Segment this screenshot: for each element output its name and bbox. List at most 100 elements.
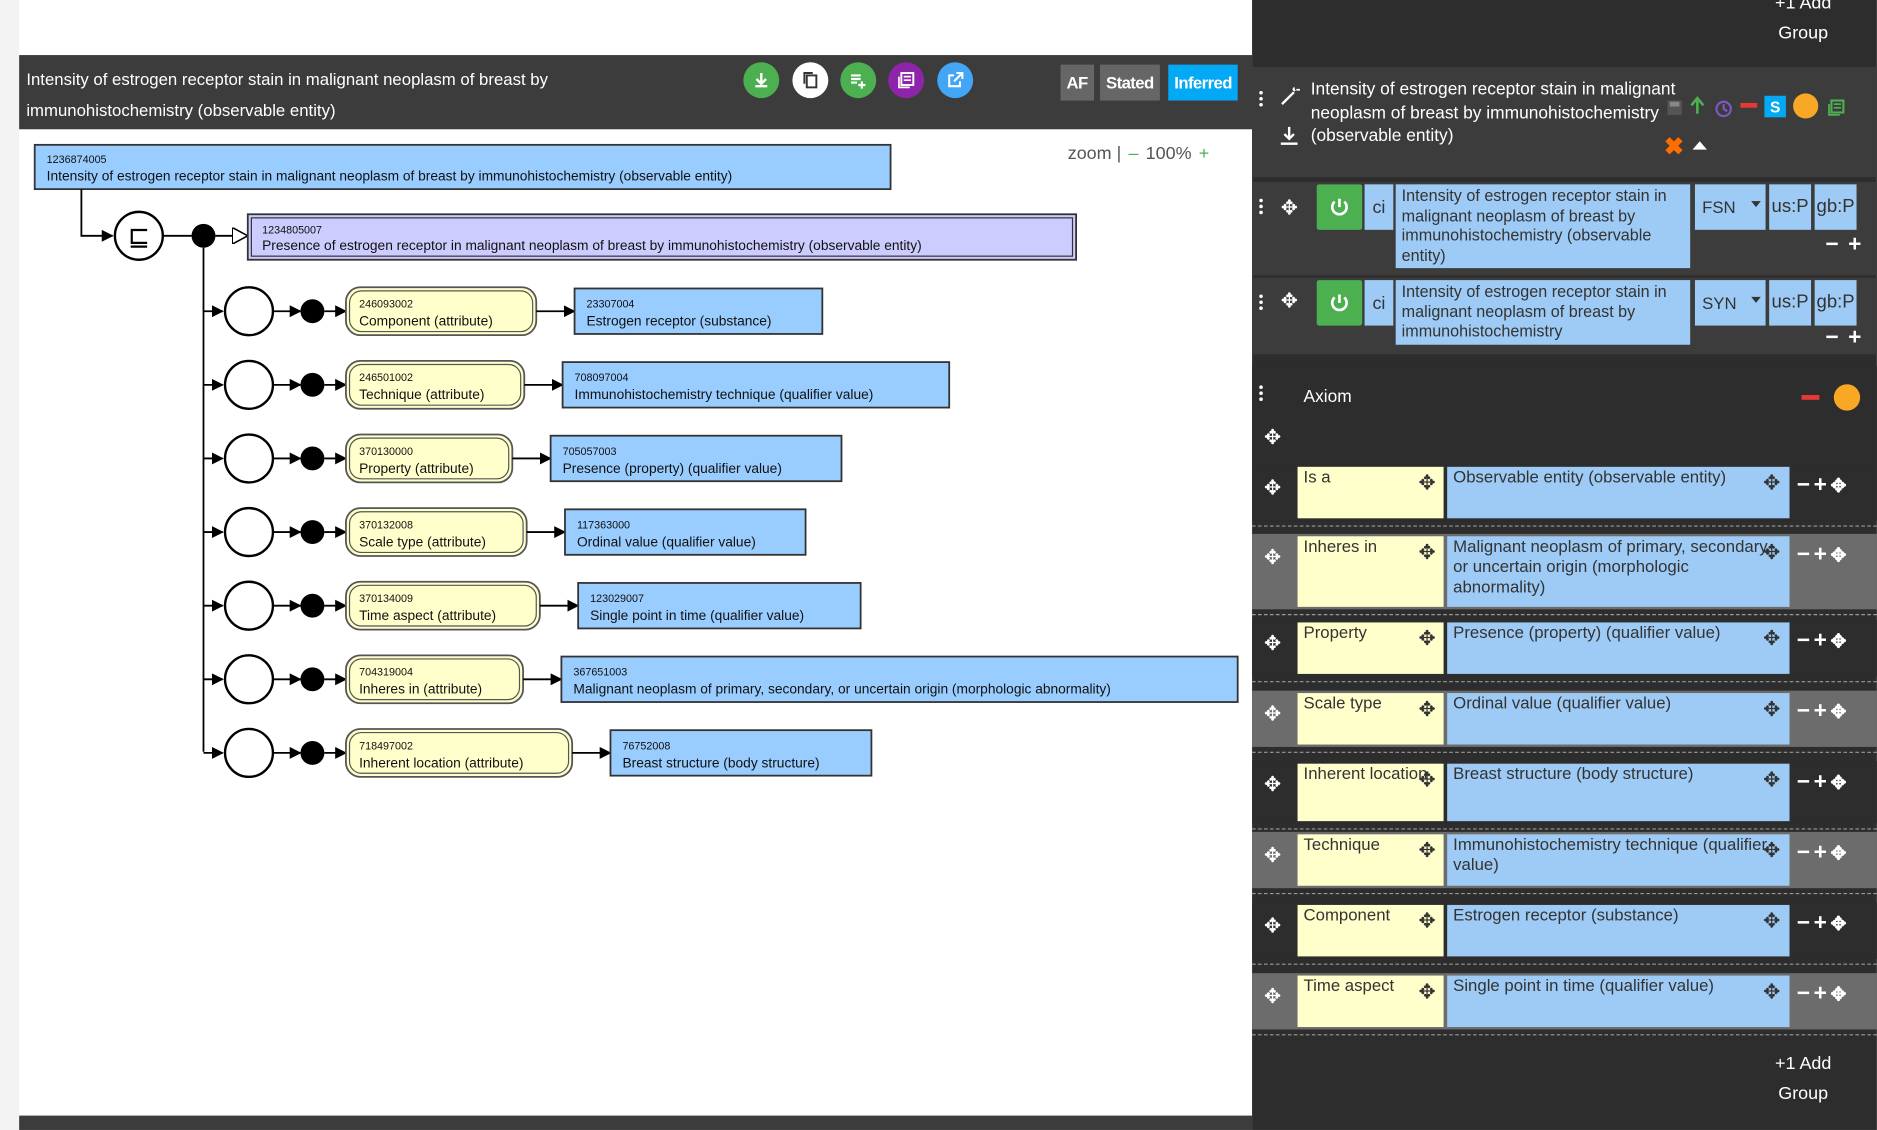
- save-icon[interactable]: [1666, 99, 1683, 116]
- add-to-list-button[interactable]: [840, 62, 877, 99]
- drag-target-icon[interactable]: ✥: [1763, 697, 1781, 721]
- add-relationship-button[interactable]: +: [1813, 472, 1831, 498]
- add-group-button-top[interactable]: +1 Add Group: [1775, 0, 1831, 48]
- copy-button[interactable]: [792, 62, 829, 99]
- acceptability-gb[interactable]: gb:P: [1814, 280, 1857, 326]
- add-relationship-button[interactable]: +: [1813, 699, 1831, 725]
- attribute-box[interactable]: [345, 507, 528, 557]
- description-term[interactable]: Intensity of estrogen receptor stain in …: [1395, 184, 1691, 269]
- zoom-in-button[interactable]: +: [1198, 143, 1210, 164]
- remove-relationship-button[interactable]: −: [1796, 472, 1814, 498]
- move-relationship-icon[interactable]: ✥: [1830, 773, 1851, 794]
- move-relationship-icon[interactable]: ✥: [1830, 843, 1851, 865]
- relationship-type[interactable]: Inherent location: [1297, 763, 1444, 822]
- value-concept-box[interactable]: [560, 655, 1239, 703]
- value-concept-box[interactable]: [609, 729, 873, 777]
- inferred-view-button[interactable]: Inferred: [1168, 64, 1238, 101]
- parent-concept-box[interactable]: [246, 213, 1078, 261]
- remove-relationship-button[interactable]: −: [1796, 628, 1814, 654]
- relationship-type[interactable]: Property: [1297, 622, 1444, 674]
- remove-description-button[interactable]: −: [1825, 325, 1839, 351]
- move-relationship-icon[interactable]: ✥: [1830, 545, 1851, 567]
- drag-type-icon[interactable]: ✥: [1418, 697, 1436, 721]
- value-concept-box[interactable]: [561, 361, 951, 409]
- open-in-new-button[interactable]: [937, 62, 974, 99]
- move-relationship-icon[interactable]: ✥: [1830, 476, 1851, 497]
- remove-relationship-button[interactable]: −: [1796, 542, 1814, 568]
- relationship-target[interactable]: Single point in time (qualifier value): [1447, 975, 1790, 1028]
- import-icon[interactable]: [1278, 124, 1300, 146]
- value-concept-box[interactable]: [577, 582, 862, 630]
- history-icon[interactable]: [1714, 99, 1733, 118]
- relationship-target[interactable]: Estrogen receptor (substance): [1447, 904, 1790, 957]
- add-group-button-bottom[interactable]: +1 Add Group: [1775, 1049, 1831, 1109]
- add-description-button[interactable]: +: [1848, 232, 1862, 258]
- relationship-target[interactable]: Breast structure (body structure): [1447, 763, 1790, 822]
- drag-type-icon[interactable]: ✥: [1418, 768, 1436, 792]
- add-relationship-button[interactable]: +: [1813, 981, 1831, 1007]
- remove-axiom-button[interactable]: [1801, 395, 1820, 400]
- value-concept-box[interactable]: [564, 508, 807, 556]
- relationship-type[interactable]: Scale type: [1297, 693, 1444, 745]
- case-significance[interactable]: ci: [1364, 280, 1394, 326]
- drag-icon[interactable]: ✥: [1264, 914, 1282, 938]
- drag-icon[interactable]: ✥: [1264, 476, 1282, 500]
- relationship-target[interactable]: Malignant neoplasm of primary, secondary…: [1447, 536, 1790, 607]
- relationship-target[interactable]: Ordinal value (qualifier value): [1447, 693, 1790, 745]
- description-term[interactable]: Intensity of estrogen receptor stain in …: [1395, 280, 1691, 345]
- drag-type-icon[interactable]: ✥: [1418, 980, 1436, 1004]
- attribute-box[interactable]: [345, 286, 538, 337]
- library-icon[interactable]: [1827, 98, 1846, 117]
- af-toggle[interactable]: AF: [1060, 64, 1094, 101]
- attribute-box[interactable]: [345, 654, 524, 705]
- value-concept-box[interactable]: [573, 287, 824, 335]
- relationship-type[interactable]: Is a: [1297, 466, 1444, 519]
- drag-target-icon[interactable]: ✥: [1763, 839, 1781, 862]
- case-significance[interactable]: ci: [1364, 184, 1394, 230]
- drag-type-icon[interactable]: ✥: [1418, 471, 1436, 495]
- active-toggle[interactable]: [1316, 280, 1363, 326]
- upload-icon[interactable]: [1690, 96, 1705, 115]
- drag-icon[interactable]: ✥: [1264, 843, 1282, 867]
- drag-type-icon[interactable]: ✥: [1418, 839, 1436, 862]
- collapse-icon[interactable]: [1692, 141, 1707, 150]
- acceptability-us[interactable]: us:P: [1769, 280, 1812, 326]
- drag-type-icon[interactable]: ✥: [1418, 627, 1436, 650]
- add-relationship-button[interactable]: +: [1813, 840, 1831, 866]
- remove-relationship-button[interactable]: −: [1796, 910, 1814, 937]
- add-description-button[interactable]: +: [1848, 325, 1862, 351]
- remove-relationship-button[interactable]: −: [1796, 769, 1814, 795]
- drag-target-icon[interactable]: ✥: [1763, 980, 1781, 1004]
- drag-target-icon[interactable]: ✥: [1763, 471, 1781, 495]
- drag-icon[interactable]: ✥: [1264, 985, 1282, 1008]
- relationship-type[interactable]: Time aspect: [1297, 975, 1444, 1028]
- axiom-status-dot-icon[interactable]: [1833, 384, 1861, 411]
- description-type-select[interactable]: FSN: [1694, 184, 1766, 230]
- drag-target-icon[interactable]: ✥: [1763, 768, 1781, 792]
- drag-target-icon[interactable]: ✥: [1763, 541, 1781, 564]
- relationship-type[interactable]: Component: [1297, 904, 1444, 957]
- drag-icon[interactable]: ✥: [1264, 545, 1282, 569]
- relationship-type[interactable]: Inheres in: [1297, 536, 1444, 607]
- drag-target-icon[interactable]: ✥: [1763, 909, 1781, 933]
- move-relationship-icon[interactable]: ✥: [1830, 985, 1851, 1006]
- description-menu-handle[interactable]: [1259, 198, 1264, 217]
- description-menu-handle[interactable]: [1259, 294, 1264, 312]
- add-relationship-button[interactable]: +: [1813, 910, 1831, 937]
- concept-menu-handle[interactable]: [1259, 90, 1264, 109]
- status-dot-icon[interactable]: [1793, 93, 1819, 119]
- zoom-out-button[interactable]: –: [1128, 143, 1139, 164]
- drag-icon[interactable]: ✥: [1264, 702, 1282, 726]
- add-relationship-button[interactable]: +: [1813, 542, 1831, 568]
- axiom-menu-handle[interactable]: [1259, 385, 1264, 403]
- drag-target-icon[interactable]: ✥: [1763, 627, 1781, 650]
- drag-type-icon[interactable]: ✥: [1418, 541, 1436, 564]
- remove-description-button[interactable]: −: [1825, 232, 1839, 258]
- remove-relationship-button[interactable]: −: [1796, 840, 1814, 866]
- relationship-target[interactable]: Presence (property) (qualifier value): [1447, 622, 1790, 674]
- magic-wand-icon[interactable]: [1278, 86, 1300, 108]
- download-button[interactable]: [743, 62, 780, 99]
- drag-icon[interactable]: ✥: [1264, 773, 1282, 797]
- move-relationship-icon[interactable]: ✥: [1830, 914, 1851, 935]
- acceptability-gb[interactable]: gb:P: [1814, 184, 1857, 230]
